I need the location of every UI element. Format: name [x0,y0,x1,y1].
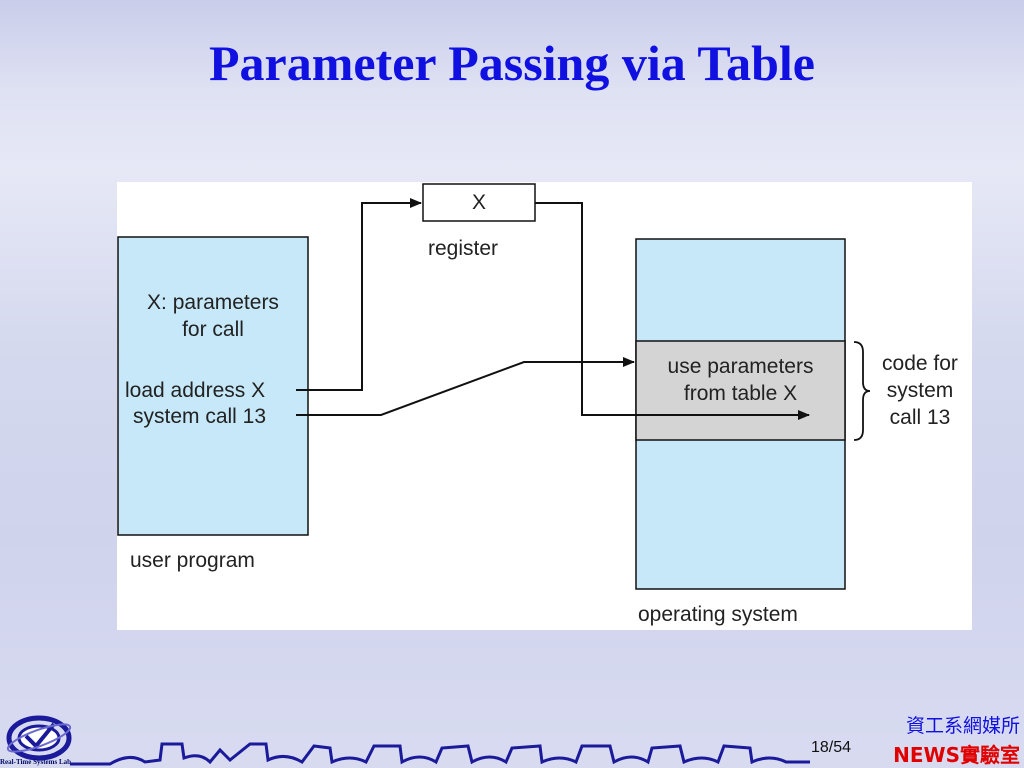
parameter-table-region [635,340,846,441]
skyline-decoration [70,742,810,766]
register-label: register [428,237,499,260]
lab-logo-graphic [6,715,72,761]
user-program-line3: load address X [125,379,266,402]
brace-label-line3: call 13 [889,406,951,429]
page-total: /54 [828,739,852,756]
user-program-line1: X: parameters [147,291,279,314]
code-brace [853,341,871,441]
operating-system-label: operating system [638,603,798,626]
diagram-graphics [117,183,871,590]
register-box [422,183,536,222]
brace-label-line2: system [886,379,954,402]
table-line1: use parameters [667,355,814,378]
register-value: X [471,191,486,214]
brace-label-line1: code for [882,352,958,375]
logo-caption: Real-Time Systems Lab [0,758,72,766]
user-program-label: user program [130,549,255,572]
user-program-box [117,236,309,536]
load-address-arrow [296,198,422,391]
table-line2: from table X [683,382,798,405]
slide-title: Parameter Passing via Table [208,35,815,91]
lab-name: NEWS實驗室 [893,743,1020,767]
department-name: 資工系網媒所 [905,715,1020,737]
user-program-line4: system call 13 [133,405,267,428]
register-to-table-arrow [535,202,810,420]
page-number: 18/54 [811,739,851,757]
page-current: 18 [811,739,829,756]
parameter-passing-diagram: X register X: parameters for call load a… [117,182,972,630]
system-call-arrow [296,357,635,416]
lab-logo [4,712,74,768]
user-program-line2: for call [182,318,244,341]
